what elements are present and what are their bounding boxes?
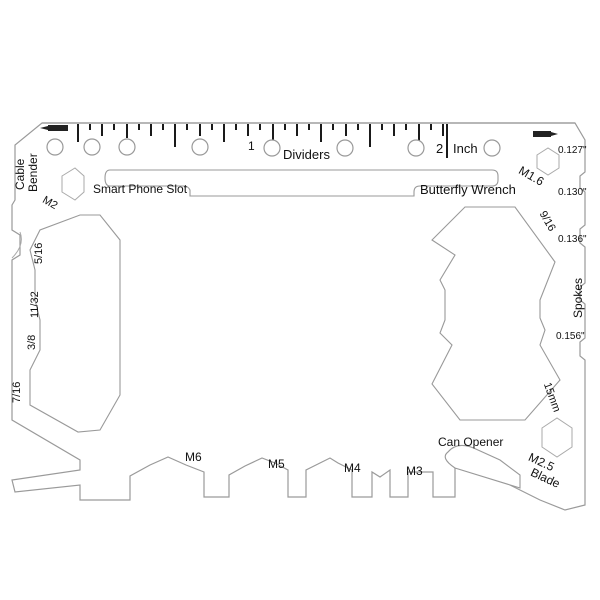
- butterfly-wrench-label: Butterfly Wrench: [420, 182, 516, 197]
- ruler-ticks: [77, 124, 448, 158]
- hex-m3-label: M3: [406, 464, 423, 478]
- can-opener-cutout: [444, 444, 521, 489]
- divider-holes: [46, 138, 501, 157]
- ruler-label-1: 1: [248, 139, 255, 153]
- wrench-size-7-16: 7/16: [11, 381, 23, 403]
- wrench-size-11-32: 11/32: [29, 291, 41, 318]
- dividers-label: Dividers: [283, 147, 330, 162]
- spoke-size-1: 0.130": [558, 187, 587, 198]
- hex-m6-label: M6: [185, 450, 202, 464]
- spoke-size-2: 0.136": [558, 234, 587, 245]
- hex-m2-5: [541, 417, 573, 458]
- smart-phone-slot-label: Smart Phone Slot: [93, 182, 188, 196]
- wrench-size-5-16: 5/16: [33, 242, 45, 264]
- hex-m2: [61, 167, 85, 201]
- hex-m4-label: M4: [344, 461, 361, 475]
- bender-label: Bender: [26, 153, 40, 192]
- screwdriver-bit-icon: [40, 125, 68, 131]
- spokes-label: Spokes: [571, 277, 585, 318]
- left-wrench-cutout: [29, 214, 121, 433]
- card-outline: [11, 122, 586, 511]
- hex-m5-label: M5: [268, 457, 285, 471]
- smart-phone-slot: [104, 169, 499, 197]
- inch-label: Inch: [453, 141, 478, 156]
- screwdriver-bit-icon-right: [533, 131, 558, 137]
- cable-label: Cable: [13, 158, 27, 190]
- hex-m1-6: [536, 147, 560, 176]
- spoke-size-0: 0.127": [558, 145, 587, 156]
- ruler-label-2: 2: [436, 141, 444, 156]
- wrench-size-3-8: 3/8: [26, 334, 38, 350]
- spoke-size-3: 0.156": [556, 331, 585, 342]
- can-opener-label: Can Opener: [438, 435, 504, 449]
- butterfly-wrench-cutout: [431, 206, 561, 421]
